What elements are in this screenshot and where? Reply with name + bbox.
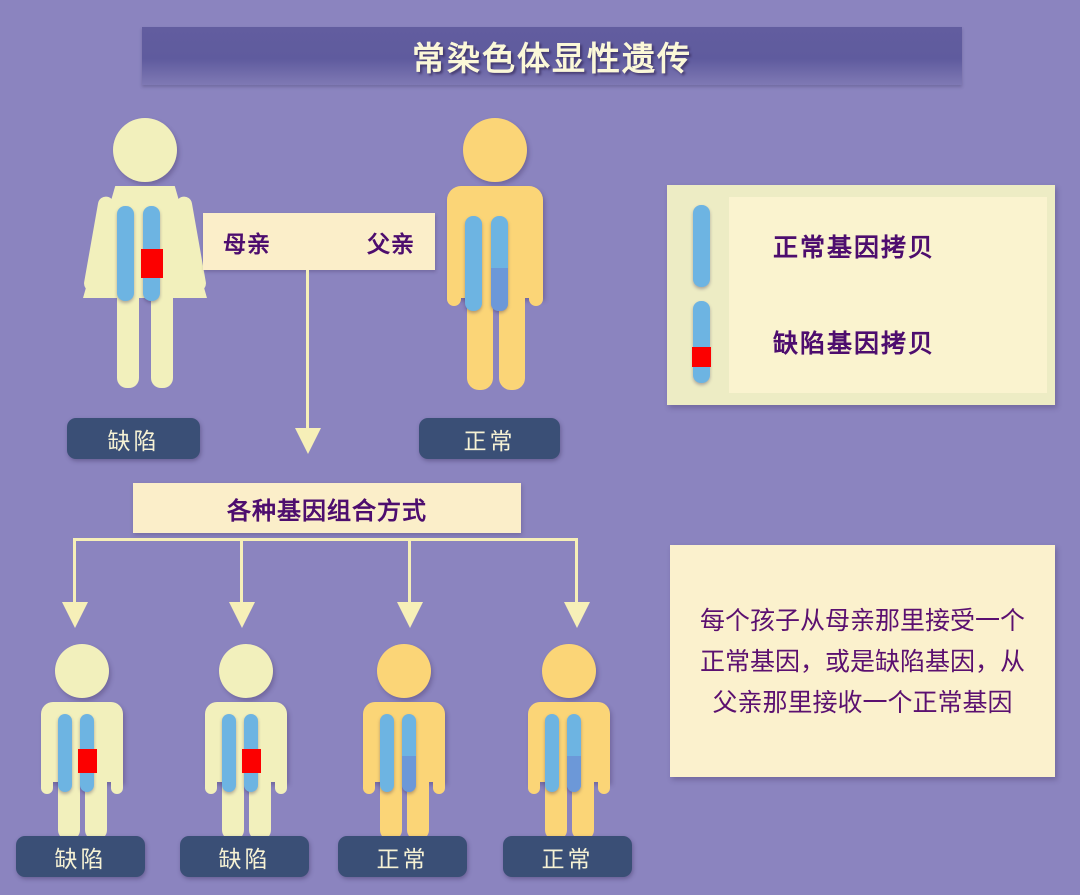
child-1-arm-left bbox=[205, 736, 217, 794]
child-0-status-label: 缺陷 bbox=[54, 846, 107, 873]
legend-panel: 正常基因拷贝 缺陷基因拷贝 bbox=[667, 185, 1055, 405]
branch-arrow-3-icon bbox=[564, 602, 590, 628]
father-status-label: 正常 bbox=[463, 428, 516, 455]
child-0-leg-right bbox=[85, 778, 107, 840]
legend-label-defect: 缺陷基因拷贝 bbox=[773, 329, 936, 358]
father-chromosome-normal-1-icon bbox=[465, 216, 482, 311]
father-head bbox=[463, 118, 527, 182]
child-figure-2 bbox=[350, 644, 458, 840]
child-2-inherited-segment bbox=[402, 756, 416, 792]
mother-head bbox=[113, 118, 177, 182]
child-1-leg-left bbox=[222, 778, 244, 840]
mother-chromosome-normal-icon bbox=[117, 206, 134, 301]
child-2-arm-right bbox=[433, 736, 445, 794]
child-1-leg-right bbox=[249, 778, 271, 840]
mother-status-label: 缺陷 bbox=[107, 428, 160, 455]
mother-figure bbox=[75, 118, 215, 408]
legend-item-normal: 正常基因拷贝 bbox=[683, 201, 1043, 291]
parent-to-combo-arrow-icon bbox=[295, 428, 321, 454]
page-title: 常染色体显性遗传 bbox=[412, 39, 692, 78]
child-3-leg-left bbox=[545, 778, 567, 840]
child-figure-1 bbox=[192, 644, 300, 840]
child-3-status-badge: 正常 bbox=[503, 836, 632, 877]
branch-arrow-0-icon bbox=[62, 602, 88, 628]
child-2-leg-right bbox=[407, 778, 429, 840]
child-0-arm-right bbox=[111, 736, 123, 794]
child-3-status-label: 正常 bbox=[541, 846, 594, 873]
mother-defect-gene-marker bbox=[141, 249, 163, 278]
father-status-badge: 正常 bbox=[419, 418, 560, 459]
child-1-defect-gene-marker bbox=[242, 749, 261, 773]
legend-chromosome-defect-icon bbox=[692, 301, 711, 383]
legend-item-defect: 缺陷基因拷贝 bbox=[683, 297, 1043, 387]
child-1-status-badge: 缺陷 bbox=[180, 836, 309, 877]
mother-leg-right bbox=[151, 292, 173, 388]
child-2-arm-left bbox=[363, 736, 375, 794]
child-figure-3 bbox=[515, 644, 623, 840]
child-2-status-label: 正常 bbox=[376, 846, 429, 873]
child-1-arm-right bbox=[275, 736, 287, 794]
mother-leg-left bbox=[117, 292, 139, 388]
child-1-head bbox=[219, 644, 273, 698]
child-2-status-badge: 正常 bbox=[338, 836, 467, 877]
gene-combination-label: 各种基因组合方式 bbox=[227, 496, 427, 525]
parent-names-bar: 母亲 父亲 bbox=[203, 213, 435, 270]
legend-inner-panel bbox=[729, 197, 1047, 393]
legend-label-normal: 正常基因拷贝 bbox=[773, 233, 936, 262]
father-figure bbox=[430, 118, 560, 408]
explanation-panel: 每个孩子从母亲那里接受一个正常基因，或是缺陷基因，从父亲那里接收一个正常基因 bbox=[670, 545, 1055, 777]
child-3-leg-right bbox=[572, 778, 594, 840]
branch-arrow-2-icon bbox=[397, 602, 423, 628]
father-name-label: 父亲 bbox=[367, 231, 415, 258]
child-1-chromosome-normal-icon bbox=[222, 714, 236, 792]
child-3-inherited-segment bbox=[567, 756, 581, 792]
legend-chromosome-normal-icon bbox=[693, 205, 710, 287]
branch-line-3 bbox=[575, 538, 578, 604]
child-2-head bbox=[377, 644, 431, 698]
father-inherited-segment bbox=[491, 268, 508, 311]
child-0-status-badge: 缺陷 bbox=[16, 836, 145, 877]
branch-line-0 bbox=[73, 538, 76, 604]
child-0-head bbox=[55, 644, 109, 698]
child-2-chromosome-normal-1-icon bbox=[380, 714, 394, 792]
branch-horizontal-connector bbox=[73, 538, 575, 541]
mother-name-label: 母亲 bbox=[223, 231, 271, 258]
mother-status-badge: 缺陷 bbox=[67, 418, 200, 459]
child-2-leg-left bbox=[380, 778, 402, 840]
gene-combination-box: 各种基因组合方式 bbox=[133, 483, 521, 533]
child-3-head bbox=[542, 644, 596, 698]
child-figure-0 bbox=[28, 644, 136, 840]
branch-arrow-1-icon bbox=[229, 602, 255, 628]
father-arm-right bbox=[529, 228, 543, 306]
child-3-chromosome-normal-1-icon bbox=[545, 714, 559, 792]
child-1-status-label: 缺陷 bbox=[218, 846, 271, 873]
branch-line-1 bbox=[240, 538, 243, 604]
branch-line-2 bbox=[408, 538, 411, 604]
child-0-defect-gene-marker bbox=[78, 749, 97, 773]
child-3-arm-left bbox=[528, 736, 540, 794]
child-0-leg-left bbox=[58, 778, 80, 840]
parent-to-combo-line bbox=[306, 270, 309, 430]
child-3-arm-right bbox=[598, 736, 610, 794]
child-0-arm-left bbox=[41, 736, 53, 794]
title-bar: 常染色体显性遗传 bbox=[142, 27, 962, 85]
explanation-text: 每个孩子从母亲那里接受一个正常基因，或是缺陷基因，从父亲那里接收一个正常基因 bbox=[699, 605, 1025, 717]
child-0-chromosome-normal-icon bbox=[58, 714, 72, 792]
father-arm-left bbox=[447, 228, 461, 306]
